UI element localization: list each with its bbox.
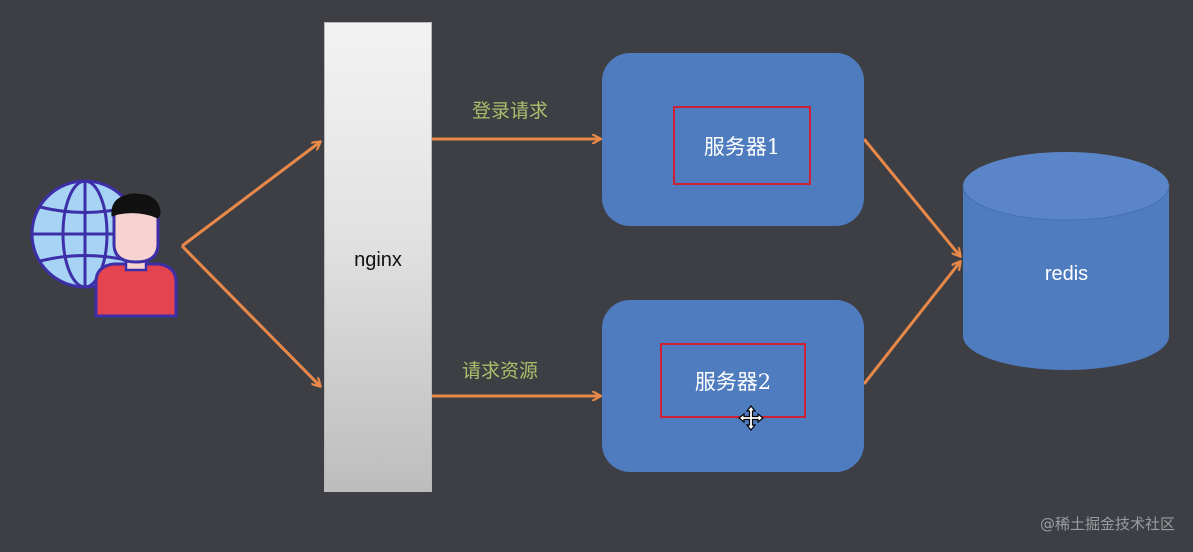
server2-node[interactable]: 服务器2 xyxy=(602,300,864,472)
watermark: @稀土掘金技术社区 xyxy=(1039,515,1175,533)
edge-label-resource: 请求资源 xyxy=(462,360,539,382)
arrow-client-to-nginx-top xyxy=(181,142,320,248)
nginx-node[interactable]: nginx xyxy=(324,22,432,492)
server1-label: 服务器1 xyxy=(703,134,781,159)
nginx-label: nginx xyxy=(354,249,402,271)
edge-label-login: 登录请求 xyxy=(472,100,549,122)
redis-cylinder[interactable] xyxy=(962,152,1170,370)
move-cursor-icon xyxy=(738,405,764,431)
server2-label-box[interactable]: 服务器2 xyxy=(660,343,806,418)
server2-label: 服务器2 xyxy=(694,369,772,394)
server1-node[interactable]: 服务器1 xyxy=(602,53,864,226)
redis-label: redis xyxy=(1044,263,1089,285)
arrow-server2-to-redis xyxy=(862,262,960,385)
arrow-server1-to-redis xyxy=(862,138,960,256)
server1-label-box[interactable]: 服务器1 xyxy=(673,106,811,185)
user-globe-icon xyxy=(30,179,178,318)
arrow-client-to-nginx-bottom xyxy=(180,244,320,386)
